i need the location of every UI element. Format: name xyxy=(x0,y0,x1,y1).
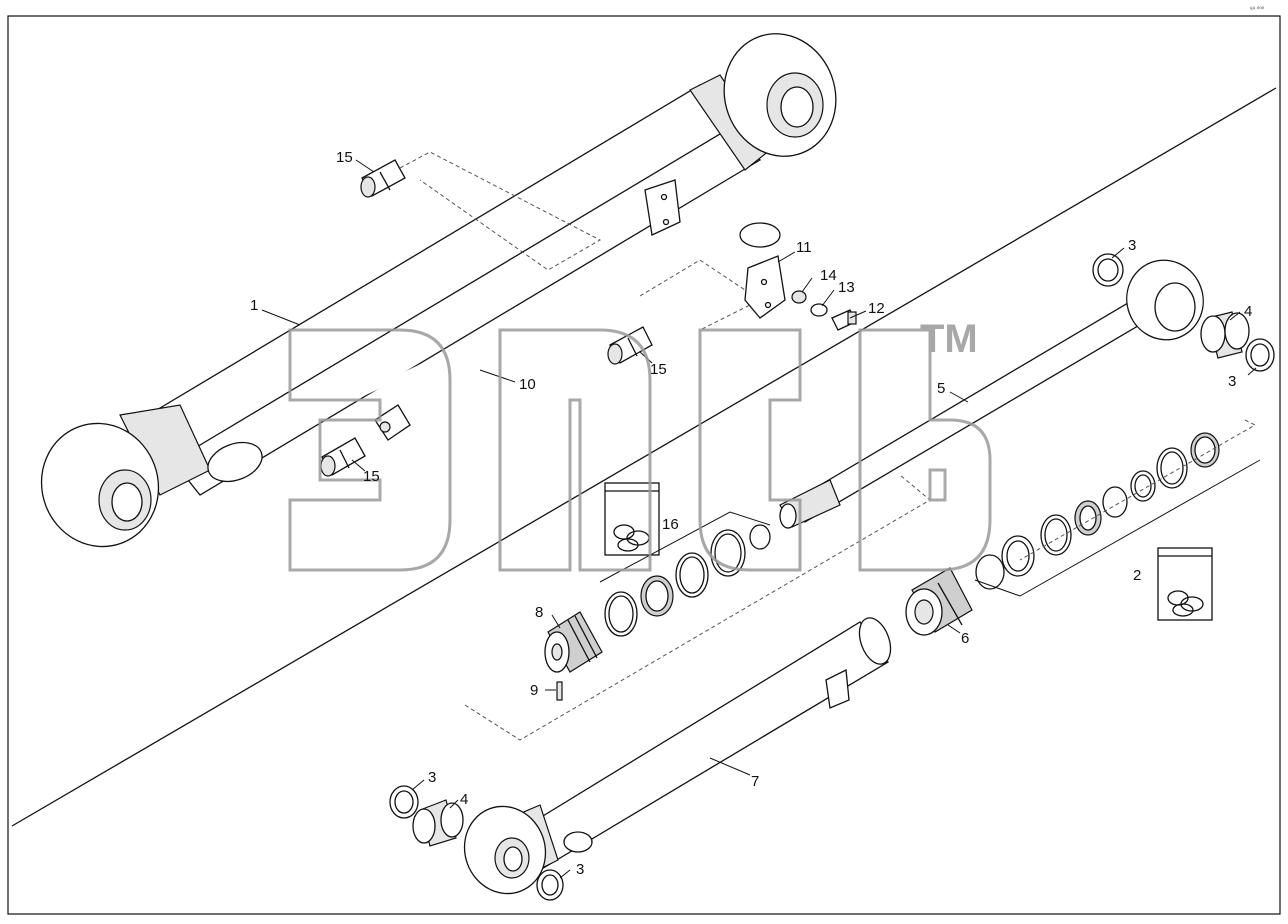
callout-15: 15 xyxy=(336,149,353,166)
callout-9: 9 xyxy=(530,682,538,699)
assembly-path-right xyxy=(1019,419,1257,561)
assembly-path-lower xyxy=(464,474,931,741)
assembly-path-upper xyxy=(399,151,602,271)
lock-pin-9 xyxy=(556,681,563,701)
fitting-15-top xyxy=(360,159,406,198)
callout-7: 7 xyxy=(751,773,759,790)
callout-6: 6 xyxy=(961,630,969,647)
watermark-trademark: TM xyxy=(920,317,978,361)
callout-10: 10 xyxy=(519,376,536,393)
callout-11: 11 xyxy=(796,239,812,256)
piston-rod-5 xyxy=(779,259,1204,529)
clamp-11 xyxy=(744,255,786,319)
fitting-15-middle xyxy=(607,326,653,365)
callout-4: 4 xyxy=(460,791,468,808)
bushing-4-upper xyxy=(1200,311,1250,359)
assembly-path-clamp xyxy=(639,259,761,331)
callout-16: 16 xyxy=(662,516,679,533)
cylinder-barrel-7 xyxy=(463,617,892,895)
seal-kit-rings-2 xyxy=(974,432,1261,597)
piston-seals-16 xyxy=(599,511,771,637)
callout-1: 1 xyxy=(250,297,258,314)
callout-15: 15 xyxy=(363,468,380,485)
bushing-4-lower xyxy=(412,799,464,847)
drawing-frame xyxy=(7,15,1281,915)
seal-kit-bag-right xyxy=(1157,547,1213,621)
watermark-logo: TM xyxy=(288,317,992,572)
callout-3: 3 xyxy=(1128,237,1136,254)
bolt-12 xyxy=(831,309,857,331)
piston-nut-8 xyxy=(544,611,603,673)
leader-lines xyxy=(261,159,1257,879)
callout-15: 15 xyxy=(650,361,667,378)
seal-3-bottom xyxy=(536,869,564,901)
fitting-15-lower xyxy=(320,437,366,477)
callout-5: 5 xyxy=(937,380,945,397)
cylinder-head-6 xyxy=(905,567,973,636)
callout-14: 14 xyxy=(820,267,837,284)
callout-2: 2 xyxy=(1133,567,1141,584)
callout-8: 8 xyxy=(535,604,543,621)
callout-4: 4 xyxy=(1244,303,1252,320)
washer-13 xyxy=(810,303,828,317)
callout-3: 3 xyxy=(1228,373,1236,390)
diagonal-divider-line xyxy=(11,87,1277,827)
callout-13: 13 xyxy=(838,279,855,296)
corner-code: ⁸ᴬ ⁰⁰⁰ xyxy=(1250,5,1265,13)
callout-12: 12 xyxy=(868,300,885,317)
washer-14 xyxy=(791,290,807,304)
tube-10 xyxy=(207,195,795,483)
cylinder-barrel-1 xyxy=(40,33,837,548)
callout-3: 3 xyxy=(428,769,436,786)
callout-3: 3 xyxy=(576,861,584,878)
callout-labels: 15 1 11 14 13 12 15 10 15 3 4 3 5 16 2 8… xyxy=(250,149,1252,878)
